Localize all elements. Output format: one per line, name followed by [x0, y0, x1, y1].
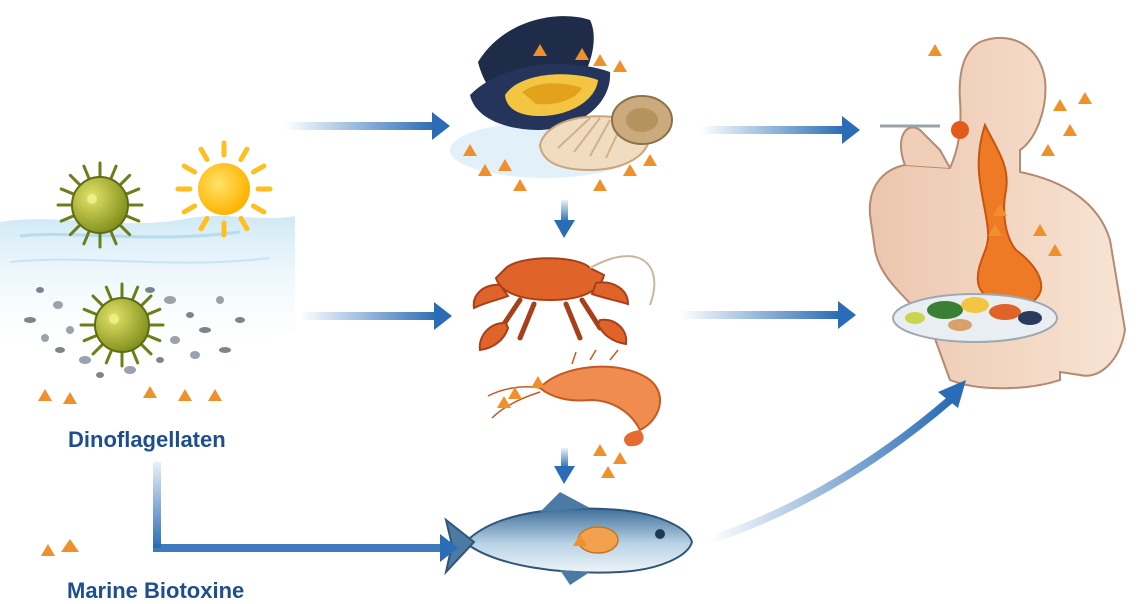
arrow-mussels-down: [554, 200, 575, 238]
arrow-shrimp-down: [554, 448, 575, 484]
fish-icon: [446, 492, 692, 585]
dinoflagellate-cell-icon: [81, 284, 163, 366]
dinoflagellate-cell-icon: [58, 163, 142, 247]
arrow-mussels-to-human: [700, 116, 860, 144]
arrow-cells-to-mussels: [285, 112, 450, 140]
dinoflagellates-label: Dinoflagellaten: [68, 427, 226, 453]
arrow-cells-to-crab: [300, 302, 452, 330]
toxin-triangle-icon: [41, 539, 79, 556]
mussel-oyster-icon: [450, 16, 672, 178]
arrow-fish-to-human: [710, 380, 966, 540]
crab-icon: [474, 256, 655, 350]
seafood-plate-icon: [893, 294, 1057, 342]
arrow-cells-to-fish: [153, 462, 458, 562]
marine-biotoxins-label: Marine Biotoxine: [67, 578, 244, 604]
arrow-crab-to-human: [680, 301, 856, 329]
